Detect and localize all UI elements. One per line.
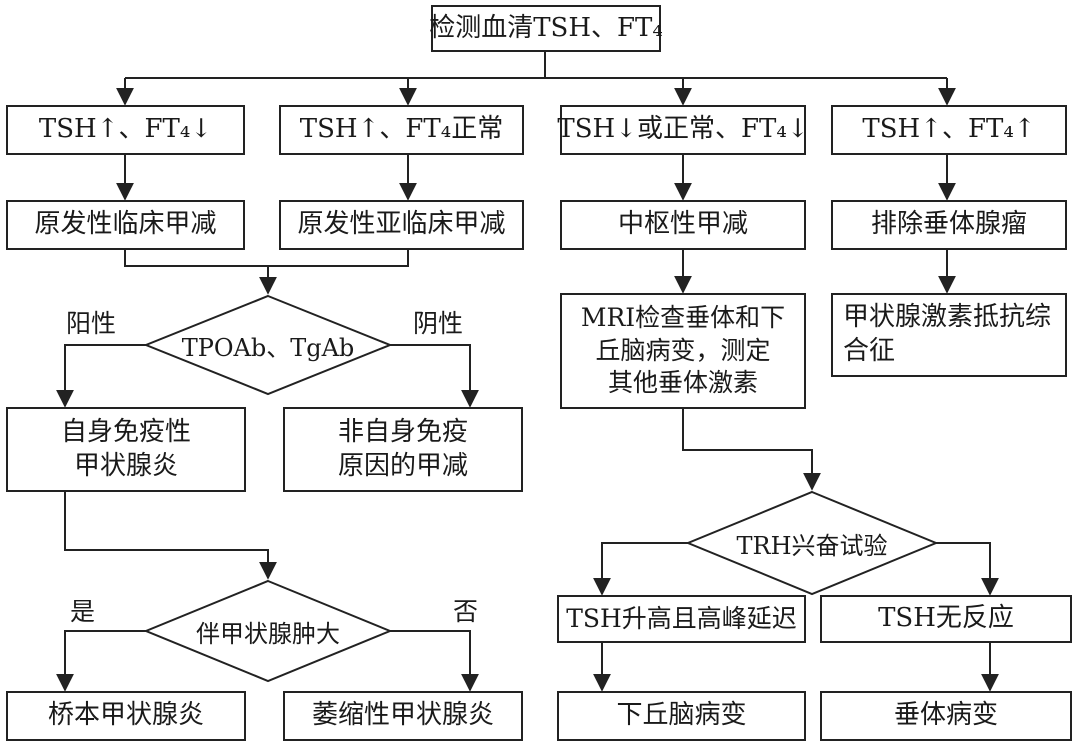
diagnosis-label-4: 排除垂体腺瘤 [870,209,1027,240]
hashimoto-label: 桥本甲状腺炎 [47,700,204,731]
goiter-diamond [143,579,393,683]
trh-question: TRH兴奋试验 [736,531,888,560]
diagnosis-label-2: 原发性亚临床甲减 [297,209,506,240]
autoimmune-box: 自身免疫性 甲状腺炎 [6,407,246,492]
diagnosis-label-3: 中枢性甲减 [617,209,748,240]
condition-label-4: TSH↑、FT₄↑ [862,114,1036,145]
resistance-box: 甲状腺激素抵抗综 合征 [831,293,1067,377]
arrow-to-goiter [64,492,277,580]
no-label: 否 [453,597,479,626]
arrow-trh-right [936,542,999,596]
positive-label: 阳性 [66,309,117,338]
diagnosis-label-1: 原发性临床甲减 [34,209,217,240]
arrow-negative [390,344,479,408]
resistance-label: 甲状腺激素抵抗综 合征 [843,302,1052,366]
arrow-no [390,630,479,692]
arrow-yes [56,630,146,692]
arrow-trh-left [593,542,688,596]
diagnosis-box-1: 原发性临床甲减 [6,200,245,250]
hypothalamus-box: 下丘脑病变 [557,691,806,741]
condition-box-2: TSH↑、FT₄正常 [279,105,524,155]
pituitary-label: 垂体病变 [893,700,998,731]
trh-left-box: TSH升高且高峰延迟 [557,595,806,643]
mri-box: MRI检查垂体和下 丘脑病变，测定 其他垂体激素 [560,293,806,409]
trh-right-label: TSH无反应 [878,603,1014,634]
condition-box-4: TSH↑、FT₄↑ [831,105,1067,155]
negative-label: 阴性 [413,309,464,338]
pituitary-box: 垂体病变 [820,691,1072,741]
hypothalamus-label: 下丘脑病变 [616,700,747,731]
merge-connector [124,249,409,267]
arrow-positive [56,344,146,408]
diagnosis-box-4: 排除垂体腺瘤 [831,200,1067,250]
goiter-question: 伴甲状腺肿大 [196,619,340,648]
diagnosis-box-2: 原发性亚临床甲减 [279,200,524,250]
condition-label-1: TSH↑、FT₄↓ [38,114,213,145]
hashimoto-box: 桥本甲状腺炎 [6,691,246,741]
yes-label: 是 [70,597,96,626]
trh-left-label: TSH升高且高峰延迟 [566,603,797,633]
autoimmune-label: 自身免疫性 甲状腺炎 [60,416,191,481]
non-autoimmune-box: 非自身免疫 原因的甲减 [283,407,523,492]
condition-label-3: TSH↓或正常、FT₄↓ [557,114,809,145]
condition-box-1: TSH↑、FT₄↓ [6,105,245,155]
atrophic-box: 萎缩性甲状腺炎 [283,691,523,741]
arrow-to-trh [682,409,821,491]
non-autoimmune-label: 非自身免疫 原因的甲减 [337,416,468,481]
antibody-question: TPOAb、TgAb [181,333,355,362]
trh-right-box: TSH无反应 [820,595,1072,643]
root-box: 检测血清TSH、FT₄ [429,5,663,52]
trh-diamond [685,490,939,596]
condition-label-2: TSH↑、FT₄正常 [299,114,504,145]
atrophic-label: 萎缩性甲状腺炎 [311,700,494,731]
root-label: 检测血清TSH、FT₄ [429,12,663,43]
diagnosis-box-3: 中枢性甲减 [560,200,806,250]
mri-label: MRI检查垂体和下 丘脑病变，测定 其他垂体激素 [580,303,786,398]
condition-box-3: TSH↓或正常、FT₄↓ [557,105,809,155]
antibody-diamond [143,294,393,396]
